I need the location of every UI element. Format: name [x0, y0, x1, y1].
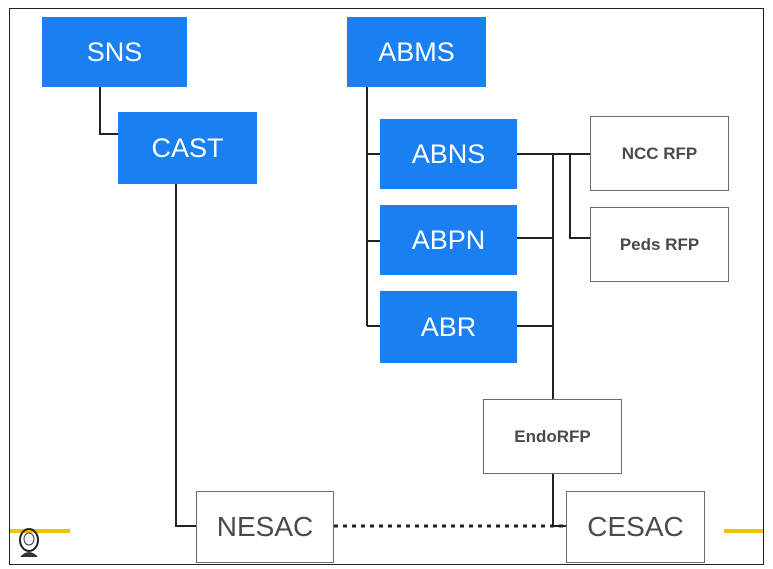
node-abns-label: ABNS [411, 138, 486, 169]
node-ncc-rfp-label: NCC RFP [621, 143, 698, 163]
org-diagram-slide: SNS ABMS CAST ABNS ABPN ABR NCC RFP Peds… [9, 8, 764, 565]
node-abr: ABR [380, 291, 517, 363]
node-sns-label: SNS [86, 36, 143, 67]
footer-accent-left [10, 529, 70, 533]
node-nesac: NESAC [196, 491, 334, 563]
node-nesac-label: NESAC [216, 511, 314, 542]
node-endo-rfp: EndoRFP [483, 399, 622, 474]
node-abpn-label: ABPN [411, 224, 486, 255]
node-abms: ABMS [347, 17, 486, 87]
node-endo-rfp-label: EndoRFP [514, 426, 591, 446]
connector-cast-nesac [175, 184, 196, 527]
person-portrait-icon [19, 528, 39, 557]
node-cast: CAST [118, 112, 257, 184]
node-abns: ABNS [380, 119, 517, 189]
connector-abns-peds [569, 154, 590, 239]
node-abr-label: ABR [420, 311, 477, 342]
connector-endo-cesac [552, 474, 566, 527]
connector-sns-cast [99, 87, 118, 135]
node-cast-label: CAST [151, 132, 224, 163]
node-abpn: ABPN [380, 205, 517, 275]
node-peds-rfp-label: Peds RFP [619, 234, 700, 254]
node-ncc-rfp: NCC RFP [590, 116, 729, 191]
node-cesac-label: CESAC [587, 511, 684, 542]
node-sns: SNS [42, 17, 187, 87]
node-abms-label: ABMS [378, 36, 455, 67]
node-cesac: CESAC [566, 491, 705, 563]
footer-accent-right [724, 529, 763, 533]
connector-lines [99, 87, 590, 528]
node-peds-rfp: Peds RFP [590, 207, 729, 282]
